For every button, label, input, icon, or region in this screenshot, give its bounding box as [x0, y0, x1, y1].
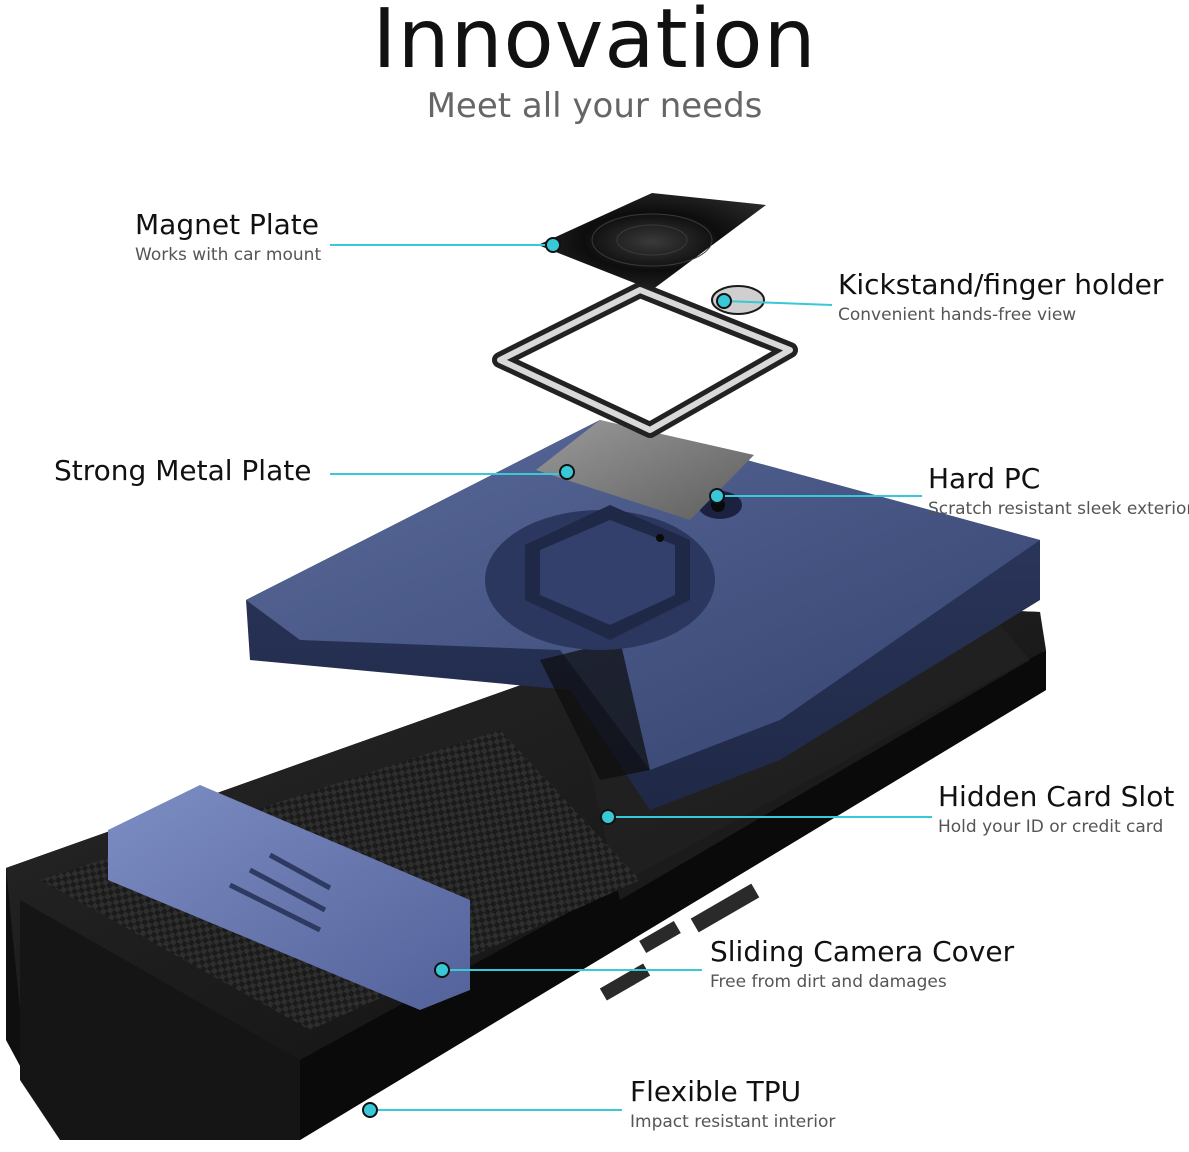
callout-hard-pc: Hard PC Scratch resistant sleek exterior: [928, 462, 1189, 519]
callout-camera-cover: Sliding Camera Cover Free from dirt and …: [710, 935, 1014, 992]
callout-desc: Free from dirt and damages: [710, 971, 947, 992]
strong-metal-plate: [536, 420, 754, 520]
callout-leaders: [330, 237, 932, 1118]
ring-mount: [485, 491, 742, 650]
callout-desc: Convenient hands-free view: [838, 304, 1077, 325]
page-title: Innovation: [372, 0, 817, 87]
page-subtitle: Meet all your needs: [426, 86, 763, 126]
hard-pc-shell: [246, 420, 1040, 810]
callout-title: Hard PC: [928, 462, 1041, 495]
callout-desc: Scratch resistant sleek exterior: [928, 498, 1189, 519]
callout-desc: Impact resistant interior: [630, 1111, 836, 1132]
ring-holder: [492, 282, 798, 438]
callout-title: Flexible TPU: [630, 1075, 802, 1108]
callout-title: Kickstand/finger holder: [838, 268, 1164, 301]
callout-title: Sliding Camera Cover: [710, 935, 1015, 968]
callout-title: Hidden Card Slot: [938, 780, 1175, 813]
callout-desc: Works with car mount: [135, 244, 322, 265]
callout-title: Strong Metal Plate: [54, 454, 312, 487]
callout-flexible-tpu: Flexible TPU Impact resistant interior: [630, 1075, 835, 1132]
sliding-camera-cover: [108, 785, 470, 1010]
magnet-plate: [538, 193, 766, 290]
callout-metal-plate: Strong Metal Plate: [54, 454, 311, 488]
callout-card-slot: Hidden Card Slot Hold your ID or credit …: [938, 780, 1174, 837]
callout-kickstand: Kickstand/finger holder Convenient hands…: [838, 268, 1163, 325]
callout-desc: Hold your ID or credit card: [938, 816, 1164, 837]
callout-title: Magnet Plate: [135, 208, 319, 241]
callout-magnet-plate: Magnet Plate Works with car mount: [135, 208, 321, 265]
